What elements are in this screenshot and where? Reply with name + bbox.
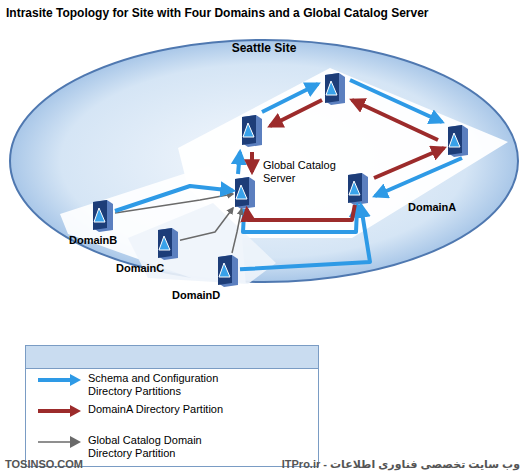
watermark-text: ITPro.ir - وب سایت تخصصی فناوری اطلاعات xyxy=(282,458,520,471)
server-icon xyxy=(242,115,262,147)
server-label: DomainC xyxy=(116,262,164,275)
site-label: Seattle Site xyxy=(8,41,520,55)
server-label: Global Catalog Server xyxy=(263,159,341,185)
replication-connector xyxy=(232,209,242,253)
legend-text: Schema and Configuration Directory Parti… xyxy=(88,372,248,398)
server-node: DomainA xyxy=(346,171,370,205)
legend-box: Schema and Configuration Directory Parti… xyxy=(25,345,319,467)
replication-connector xyxy=(180,208,233,240)
watermark-text: TOSINSO.COM xyxy=(5,458,83,470)
server-icon xyxy=(233,175,257,209)
legend-text: DomainA Directory Partition xyxy=(88,403,248,416)
legend-row: DomainA Directory Partition xyxy=(26,403,318,431)
replication-connector xyxy=(247,205,355,220)
server-node: Global Catalog Server xyxy=(233,175,257,209)
server-icon xyxy=(91,198,115,232)
legend-sample xyxy=(36,373,82,387)
legend-sample xyxy=(36,404,82,418)
server-label: DomainD xyxy=(172,289,220,302)
legend-header xyxy=(26,346,318,369)
replication-connector xyxy=(240,205,370,269)
server-icon xyxy=(346,171,370,205)
server-label: DomainB xyxy=(69,234,117,247)
replication-connector xyxy=(115,186,233,211)
server-node: DomainD xyxy=(216,253,240,287)
site-boundary xyxy=(10,40,518,282)
server-icon xyxy=(156,226,180,260)
site-ellipse: Seattle SiteGlobal Catalog ServerDomainA… xyxy=(8,38,520,284)
server-icon xyxy=(448,125,468,157)
server-icon xyxy=(325,73,345,105)
server-node: DomainC xyxy=(156,226,180,260)
legend-text: Global Catalog Domain Directory Partitio… xyxy=(88,434,248,460)
server-icon xyxy=(216,253,240,287)
legend-row: Global Catalog Domain Directory Partitio… xyxy=(26,434,318,462)
server-label: DomainA xyxy=(408,201,456,214)
legend-sample xyxy=(36,435,82,449)
replication-connector xyxy=(243,205,357,232)
legend-row: Schema and Configuration Directory Parti… xyxy=(26,372,318,400)
server-node: DomainB xyxy=(91,198,115,232)
diagram-title: Intrasite Topology for Site with Four Do… xyxy=(6,6,429,20)
